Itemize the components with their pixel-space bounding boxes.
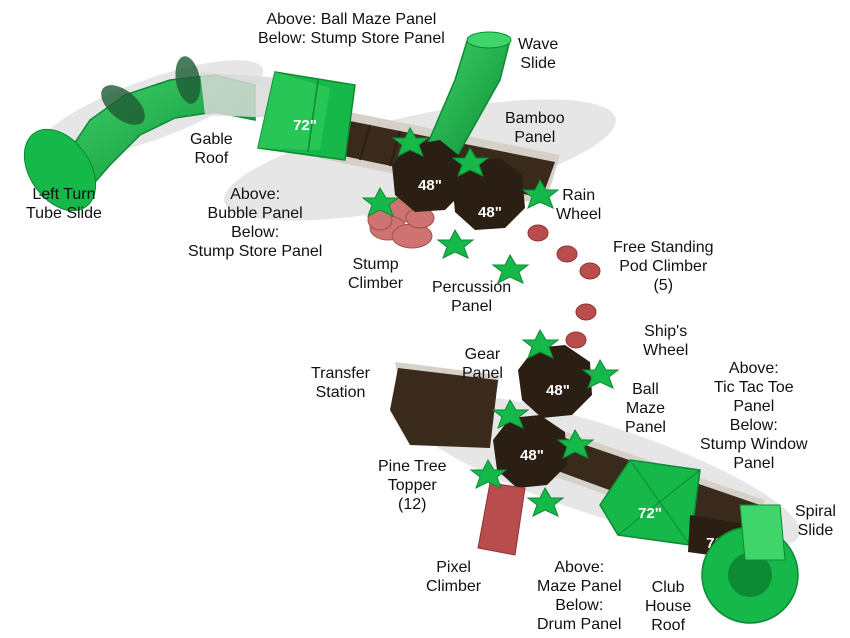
roof-top-size: 72": [293, 117, 317, 134]
lower-decks: 48" 48": [493, 345, 592, 488]
pixel-climber: [477, 482, 526, 556]
roof-bottom-size: 72": [638, 505, 662, 522]
deck-b-size: 48": [478, 204, 502, 221]
deck-a-size: 48": [418, 177, 442, 194]
spiral-slide: [701, 504, 799, 624]
gable-roof: 72": [257, 71, 356, 161]
deck-d-size: 48": [520, 447, 544, 464]
club-house-roof: 72": [599, 459, 701, 546]
deck-c-size: 48": [546, 382, 570, 399]
pod-climbers: [527, 224, 601, 349]
transfer-station: [390, 362, 500, 448]
top-decks: 48" 48": [392, 140, 525, 230]
left-turn-tube-slide: [23, 56, 280, 212]
pine-tree-toppers: [361, 126, 620, 518]
